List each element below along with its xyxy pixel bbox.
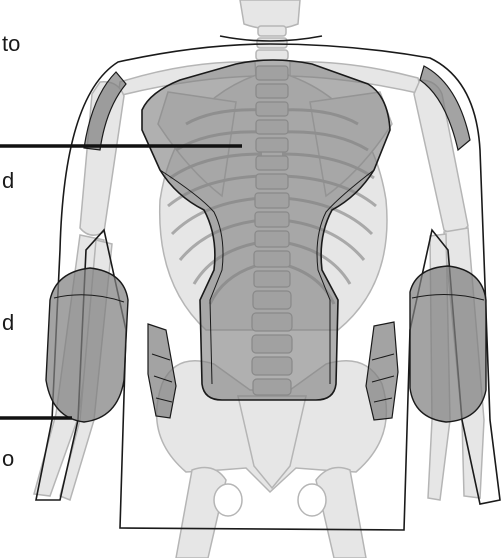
label-upper-mid-fragment: d [2, 170, 14, 192]
left-hip-pad [148, 324, 176, 418]
sacrum [238, 396, 306, 488]
right-femur [316, 468, 366, 558]
cervical-vertebra [256, 50, 288, 60]
cervical-vertebra [258, 26, 286, 36]
right-hip-pad [366, 322, 398, 420]
right-obturator [298, 484, 326, 516]
left-elbow-pad [46, 268, 128, 422]
label-top-fragment: to [2, 33, 20, 55]
label-bottom-fragment: o [2, 448, 14, 470]
label-lower-mid-fragment: d [2, 312, 14, 334]
right-elbow-pad [410, 266, 486, 422]
left-obturator [214, 484, 242, 516]
cervical-vertebra [257, 38, 287, 48]
skull [240, 0, 300, 29]
